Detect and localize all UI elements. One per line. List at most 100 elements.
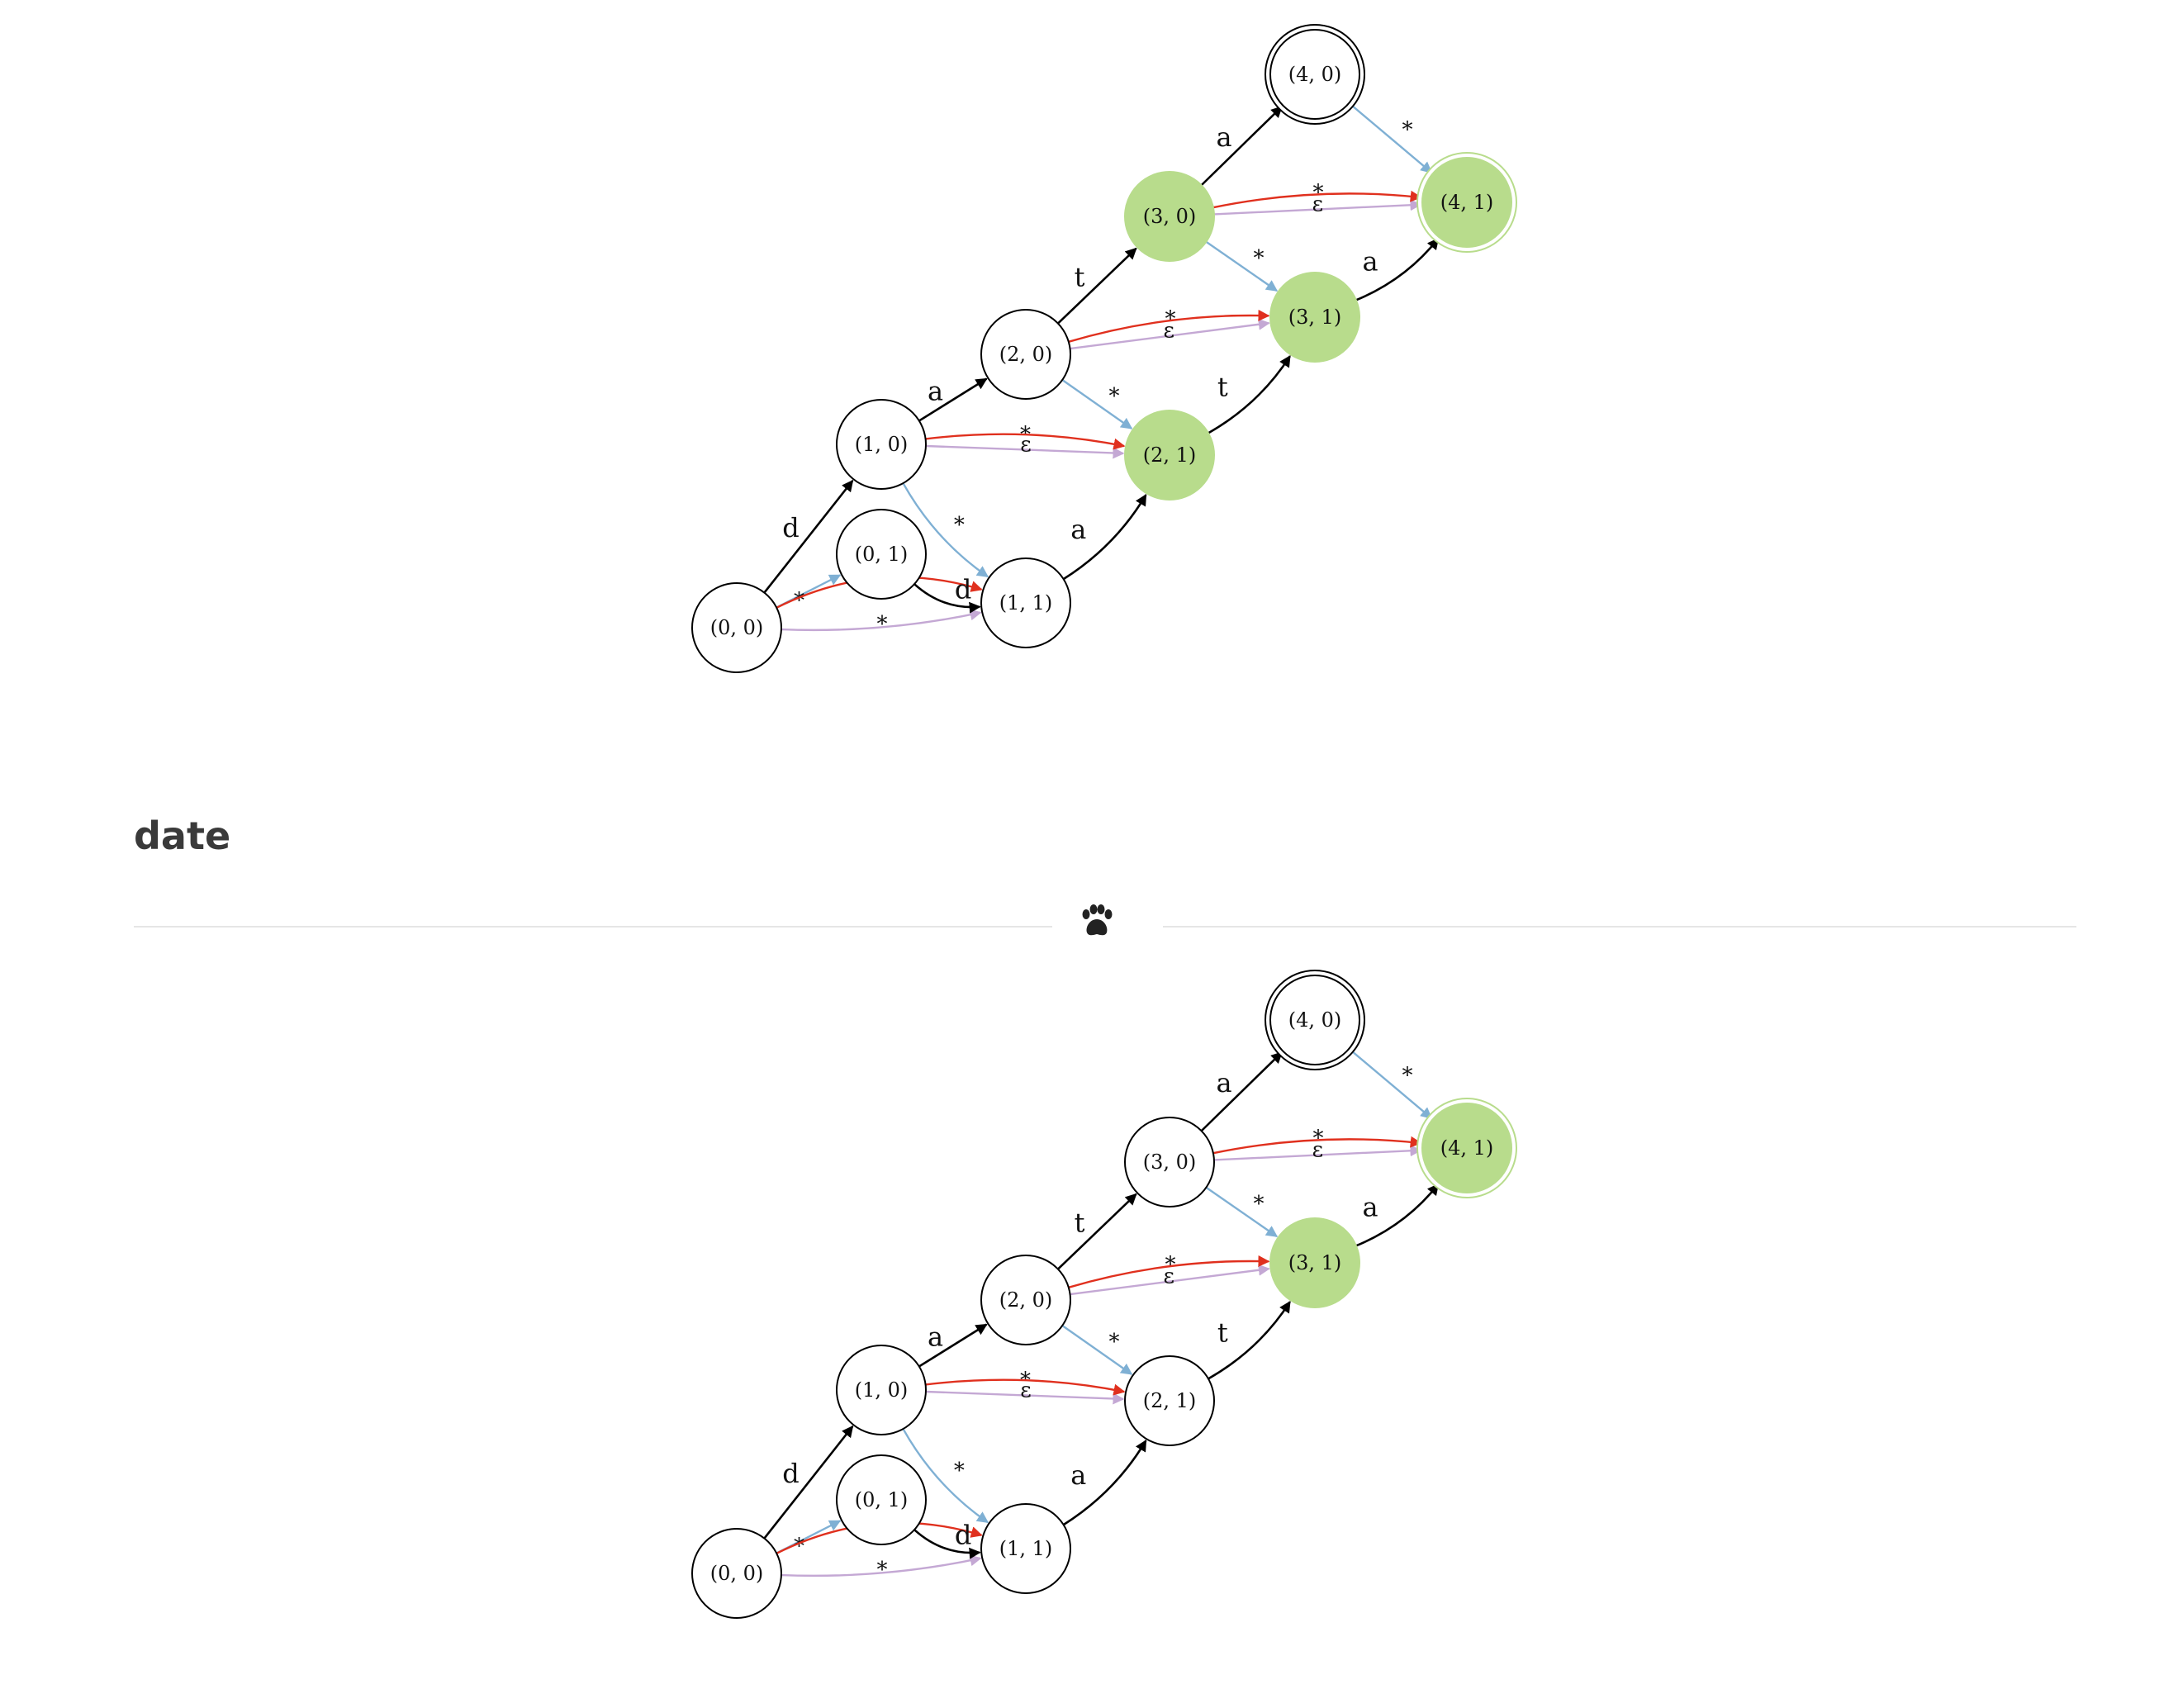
edge-01-to-11-char <box>913 1529 981 1559</box>
edge-label-11-to-21-char: a <box>1070 514 1086 545</box>
edge-10-to-20-char <box>918 1323 988 1368</box>
edge-label-40-to-41-star-diag: * <box>1402 1064 1413 1089</box>
state-label: (4, 0) <box>1288 63 1342 86</box>
edge-01-to-11-char <box>913 583 981 614</box>
state-label: (3, 1) <box>1288 306 1342 329</box>
edge-21-to-31-char <box>1208 354 1291 434</box>
section-heading: date <box>134 814 231 858</box>
state-node-10: (1, 0) <box>836 399 927 490</box>
edge-label-00-to-10-char: d <box>782 1458 799 1489</box>
state-label: (2, 1) <box>1143 444 1197 467</box>
edge-20-to-30-char <box>1057 1193 1137 1270</box>
state-circle <box>836 1454 927 1545</box>
state-circle <box>1269 975 1360 1065</box>
state-node-30: (3, 0) <box>1124 1117 1215 1207</box>
state-circle <box>1124 171 1215 262</box>
edge-30-to-31-star-diag <box>1205 1186 1279 1238</box>
automaton-graph-1: d**εd*a*εat**εta**εa*(0, 0)(0, 1)(1, 0)(… <box>691 24 1517 673</box>
edge-21-to-31-char <box>1208 1300 1291 1380</box>
automaton-graph-2: d**εd*a*εat**εta**εa*(0, 0)(0, 1)(1, 0)(… <box>691 970 1517 1619</box>
state-circle <box>980 1503 1071 1594</box>
edge-label-30-to-41-star: * <box>1313 1127 1324 1151</box>
edge-40-to-41-star-diag <box>1348 1047 1433 1119</box>
edge-30-to-31-star-diag <box>1205 240 1279 292</box>
edge-00-to-11-star <box>781 609 982 632</box>
state-circle <box>836 509 927 600</box>
edge-30-to-41-star <box>1213 1145 1422 1161</box>
edge-20-to-31-star <box>1070 1264 1270 1296</box>
state-circle <box>1124 1355 1215 1446</box>
edge-20-to-31-star <box>1070 318 1270 350</box>
state-circle <box>1124 1117 1215 1207</box>
state-node-40: (4, 0) <box>1265 970 1365 1070</box>
edge-31-to-41-char <box>1355 1183 1440 1247</box>
state-node-11: (1, 1) <box>980 1503 1071 1594</box>
state-node-00: (0, 0) <box>691 582 782 673</box>
edge-20-to-31-epsilon <box>1068 309 1270 343</box>
edge-label-30-to-41-epsilon: ε <box>1312 192 1323 217</box>
state-circle <box>691 1528 782 1619</box>
edge-label-30-to-31-star-diag: * <box>1254 1192 1265 1217</box>
edge-10-to-21-star <box>925 444 1125 459</box>
state-label: (3, 0) <box>1143 205 1197 228</box>
edge-label-31-to-41-char: a <box>1363 245 1378 277</box>
edge-40-to-41-star-diag <box>1348 102 1433 173</box>
state-label: (1, 1) <box>999 591 1053 614</box>
state-label: (1, 0) <box>855 433 909 456</box>
state-circle <box>1269 1217 1360 1308</box>
state-node-31: (3, 1) <box>1269 1217 1360 1308</box>
edge-00-to-10-char <box>763 1425 854 1540</box>
state-circle <box>980 1255 1071 1345</box>
edge-label-01-to-11-char: d <box>955 1519 971 1550</box>
edge-10-to-21-star <box>925 1390 1125 1405</box>
edge-11-to-21-char <box>1062 493 1147 581</box>
edge-30-to-41-epsilon <box>1212 1136 1422 1155</box>
edge-label-30-to-41-epsilon: ε <box>1312 1138 1323 1163</box>
edge-00-to-11-star <box>781 1554 982 1578</box>
edge-label-10-to-11-star-diag: * <box>954 513 965 538</box>
edge-10-to-11-star-diag <box>902 482 989 578</box>
edge-label-40-to-41-star-diag: * <box>1402 118 1413 143</box>
edge-label-10-to-11-star-diag: * <box>954 1459 965 1483</box>
automaton-diagram-2: d**εd*a*εat**εta**εa*(0, 0)(0, 1)(1, 0)(… <box>0 946 2159 1689</box>
edge-10-to-20-char <box>918 377 988 422</box>
divider-line-left <box>134 926 1052 928</box>
state-label: (0, 0) <box>710 1562 764 1585</box>
state-node-01: (0, 1) <box>836 1454 927 1545</box>
edge-label-00-to-01-star-diag: * <box>794 589 804 614</box>
state-label: (3, 1) <box>1288 1251 1342 1274</box>
state-node-20: (2, 0) <box>980 1255 1071 1345</box>
edge-10-to-21-epsilon <box>925 433 1126 450</box>
edge-label-20-to-31-epsilon: ε <box>1163 319 1174 344</box>
state-label: (0, 1) <box>855 543 909 566</box>
state-circle <box>691 582 782 673</box>
state-circle <box>1269 29 1360 120</box>
edge-20-to-21-star-diag <box>1061 379 1133 429</box>
edge-30-to-40-char <box>1200 1051 1283 1132</box>
edge-label-30-to-41-star: * <box>1313 181 1324 206</box>
state-node-41: (4, 1) <box>1416 1098 1517 1198</box>
edge-11-to-21-char <box>1062 1439 1147 1526</box>
edge-label-30-to-40-char: a <box>1216 1067 1231 1098</box>
state-label: (4, 0) <box>1288 1008 1342 1032</box>
edge-10-to-21-epsilon <box>925 1378 1126 1396</box>
edge-label-30-to-40-char: a <box>1216 121 1231 153</box>
state-circle <box>980 557 1071 648</box>
edge-10-to-11-star-diag <box>902 1428 989 1524</box>
edge-30-to-40-char <box>1200 106 1283 187</box>
edge-label-20-to-31-epsilon: ε <box>1163 1264 1174 1289</box>
state-node-11: (1, 1) <box>980 557 1071 648</box>
edge-label-00-to-11-star: * <box>876 1558 887 1582</box>
state-label: (1, 1) <box>999 1537 1053 1560</box>
state-circle <box>1124 410 1215 501</box>
edge-20-to-31-epsilon <box>1068 1255 1270 1288</box>
edge-label-20-to-21-star-diag: * <box>1109 1330 1120 1355</box>
edge-label-01-to-11-char: d <box>955 573 971 605</box>
edge-label-11-to-21-char: a <box>1070 1459 1086 1491</box>
edge-label-20-to-30-char: t <box>1075 1207 1085 1239</box>
edge-label-10-to-21-epsilon: ε <box>1020 433 1031 458</box>
state-node-41: (4, 1) <box>1416 152 1517 253</box>
edge-31-to-41-char <box>1355 237 1440 301</box>
edge-label-00-to-01-star-diag: * <box>794 1535 804 1559</box>
edge-label-30-to-31-star-diag: * <box>1254 246 1265 271</box>
